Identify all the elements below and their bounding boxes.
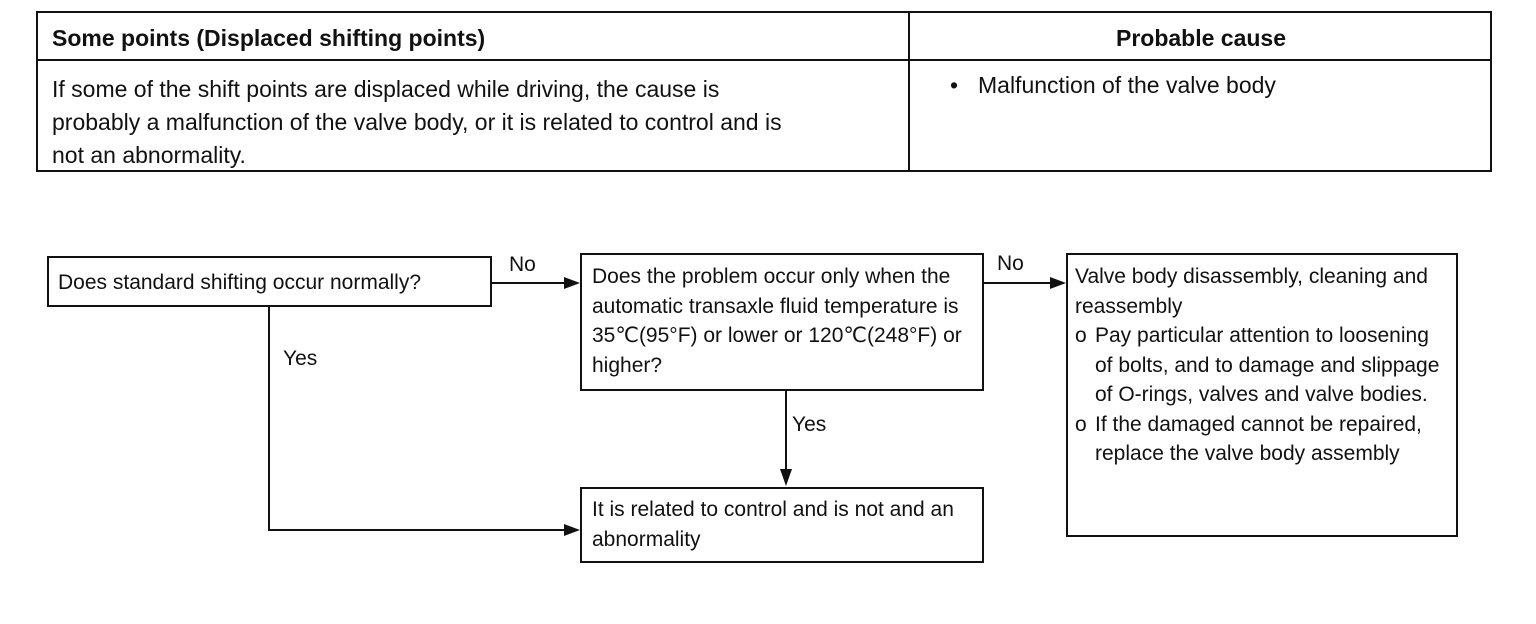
- flow-box-control-related-result: It is related to control and is not and …: [580, 487, 984, 563]
- action-item: o If the damaged cannot be repaired, rep…: [1075, 410, 1452, 469]
- arrowhead-down-icon: [780, 469, 792, 486]
- action-item-text: Pay particular attention to loosening of…: [1095, 324, 1440, 406]
- arrowhead-right-icon: [564, 524, 580, 536]
- table-cell-probable-cause: • Malfunction of the valve body: [950, 69, 1276, 102]
- action-title: Valve body disassembly, cleaning and rea…: [1075, 265, 1428, 318]
- circle-bullet-icon: o: [1075, 324, 1087, 347]
- table-row-divider: [38, 59, 1490, 61]
- flow-box-valve-body-action: Valve body disassembly, cleaning and rea…: [1066, 253, 1458, 537]
- label-q2-yes: Yes: [792, 413, 827, 436]
- arrowhead-right-icon: [1050, 277, 1066, 289]
- flow-box-fluid-temperature-question: Does the problem occur only when the aut…: [580, 253, 984, 391]
- action-item-text: If the damaged cannot be repaired, repla…: [1095, 412, 1422, 466]
- bullet-icon: •: [950, 72, 959, 98]
- label-q2-no: No: [997, 252, 1024, 275]
- table-header-probable-cause: Probable cause: [1115, 25, 1287, 51]
- arrowhead-right-icon: [564, 277, 580, 289]
- action-item: o Pay particular attention to loosening …: [1075, 321, 1452, 410]
- cause-table: Some points (Displaced shifting points) …: [36, 11, 1492, 172]
- flow-box-standard-shifting-question: Does standard shifting occur normally?: [47, 256, 492, 307]
- connector-q1-yes: [268, 307, 566, 531]
- table-header-symptom: Some points (Displaced shifting points): [52, 25, 486, 51]
- table-cell-symptom-description: If some of the shift points are displace…: [52, 76, 782, 168]
- probable-cause-text: Malfunction of the valve body: [978, 72, 1276, 98]
- label-q1-yes: Yes: [283, 347, 318, 370]
- label-q1-no: No: [509, 253, 536, 276]
- table-column-divider: [908, 13, 910, 170]
- circle-bullet-icon: o: [1075, 412, 1087, 436]
